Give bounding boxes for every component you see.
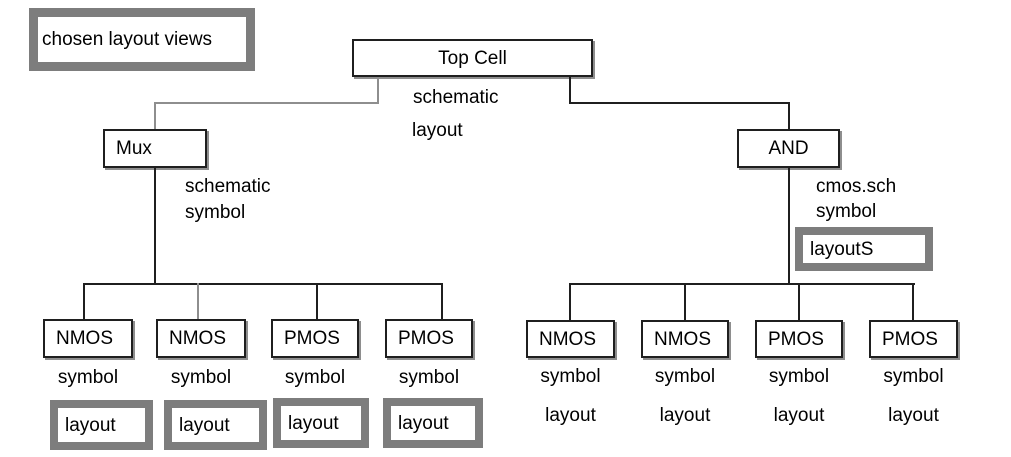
node-top-cell: Top Cell bbox=[352, 39, 593, 77]
top-cell-view-layout: layout bbox=[412, 120, 463, 141]
node-and-child-pmos-2: PMOS bbox=[869, 320, 958, 358]
layout-view-label: layout bbox=[288, 412, 339, 434]
top-cell-view-schematic: schematic bbox=[413, 87, 499, 108]
and-child-4-view-symbol: symbol bbox=[883, 366, 944, 387]
mux-child-3-layout-highlight-box: layout bbox=[273, 398, 369, 448]
connector-line bbox=[83, 283, 443, 285]
node-label: NMOS bbox=[654, 328, 711, 350]
layout-view-label: layout bbox=[65, 414, 116, 436]
legend-label: chosen layout views bbox=[42, 29, 213, 50]
and-view-symbol: symbol bbox=[816, 201, 877, 222]
node-mux-child-nmos-2: NMOS bbox=[156, 319, 246, 358]
mux-child-4-view-symbol: symbol bbox=[398, 367, 460, 388]
connector-line bbox=[154, 168, 156, 283]
and-child-3-view-symbol: symbol bbox=[768, 366, 830, 387]
layout-view-label: layout bbox=[179, 414, 230, 436]
connector-line bbox=[788, 102, 790, 129]
connector-line bbox=[316, 283, 318, 319]
connector-line bbox=[154, 102, 156, 129]
node-top-cell-label: Top Cell bbox=[438, 47, 507, 69]
mux-child-2-layout-highlight-box: layout bbox=[164, 400, 267, 450]
node-label: NMOS bbox=[56, 328, 113, 349]
node-label: PMOS bbox=[284, 328, 340, 349]
and-child-4-view-layout: layout bbox=[888, 405, 939, 426]
connector-line bbox=[377, 77, 379, 104]
mux-view-schematic: schematic bbox=[185, 176, 271, 197]
connector-line bbox=[569, 77, 571, 104]
connector-line bbox=[154, 102, 379, 104]
node-mux-child-pmos-2: PMOS bbox=[385, 319, 473, 358]
connector-line bbox=[569, 283, 915, 285]
node-and-child-nmos-1: NMOS bbox=[526, 320, 615, 358]
and-child-2-view-symbol: symbol bbox=[654, 366, 716, 387]
node-mux-label: Mux bbox=[116, 138, 152, 159]
node-and-label: AND bbox=[768, 138, 809, 159]
node-and-child-nmos-2: NMOS bbox=[641, 320, 729, 358]
node-label: NMOS bbox=[539, 328, 596, 350]
mux-child-3-view-symbol: symbol bbox=[284, 367, 346, 388]
mux-child-2-view-symbol: symbol bbox=[170, 367, 232, 388]
layout-view-label: layout bbox=[398, 412, 449, 434]
node-mux-child-nmos-1: NMOS bbox=[43, 319, 133, 358]
node-label: PMOS bbox=[768, 328, 824, 350]
mux-view-symbol: symbol bbox=[185, 202, 246, 223]
connector-line bbox=[912, 283, 914, 320]
node-label: NMOS bbox=[169, 328, 226, 349]
mux-child-1-view-symbol: symbol bbox=[57, 367, 119, 388]
and-child-1-view-symbol: symbol bbox=[540, 366, 601, 387]
legend-highlight-box: chosen layout views bbox=[29, 8, 255, 71]
and-view-cmos-sch: cmos.sch bbox=[816, 176, 897, 197]
node-mux-child-pmos-1: PMOS bbox=[271, 319, 359, 358]
connector-line bbox=[569, 102, 790, 104]
connector-line bbox=[569, 283, 571, 320]
and-view-layouts-label: layoutS bbox=[810, 238, 874, 260]
connector-line bbox=[684, 283, 686, 320]
connector-line bbox=[798, 283, 800, 320]
and-child-1-view-layout: layout bbox=[545, 405, 596, 426]
and-child-2-view-layout: layout bbox=[659, 405, 711, 426]
mux-child-4-layout-highlight-box: layout bbox=[383, 398, 483, 448]
and-view-layouts-highlight-box: layoutS bbox=[795, 227, 933, 271]
node-and: AND bbox=[737, 129, 840, 168]
node-and-child-pmos-1: PMOS bbox=[755, 320, 843, 358]
node-mux: Mux bbox=[103, 129, 207, 168]
connector-line bbox=[83, 283, 85, 319]
node-label: PMOS bbox=[398, 328, 454, 349]
node-label: PMOS bbox=[882, 328, 938, 350]
and-child-3-view-layout: layout bbox=[773, 405, 825, 426]
connector-line bbox=[441, 283, 443, 319]
connector-line bbox=[788, 168, 790, 283]
connector-line bbox=[197, 283, 199, 319]
mux-child-1-layout-highlight-box: layout bbox=[50, 400, 153, 450]
